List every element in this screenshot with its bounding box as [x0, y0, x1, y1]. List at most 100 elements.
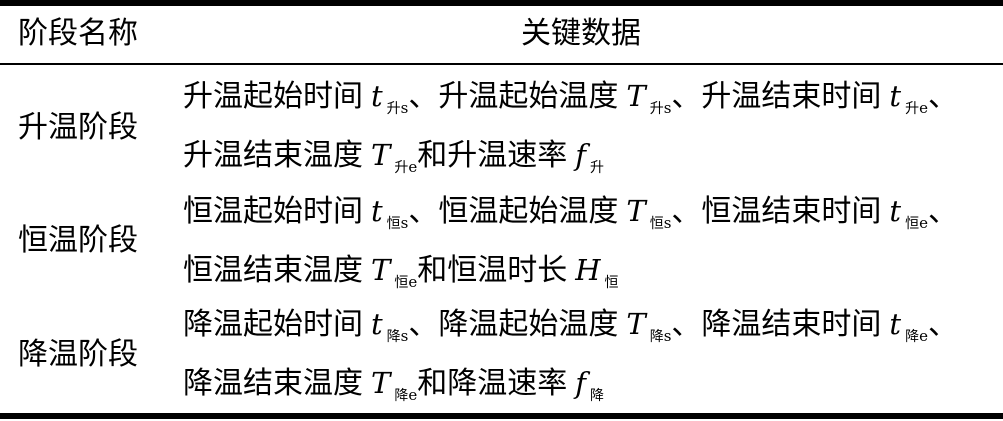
variable-subscript: 恒e	[905, 214, 928, 232]
data-text: 、恒温起始温度	[408, 194, 619, 229]
subscript-stage: 降	[394, 388, 409, 404]
table-bottom-rule	[0, 413, 1003, 419]
subscript-stage: 升	[589, 160, 604, 176]
subscript-stage: 恒	[386, 216, 401, 232]
stage-name-heating: 升温阶段	[18, 110, 138, 145]
variable-letter: f	[575, 366, 586, 400]
header-stage-name: 阶段名称	[18, 16, 138, 51]
subscript-stage: 降	[905, 329, 920, 345]
variable-letter: H	[575, 253, 601, 287]
data-text: 、升温结束时间	[671, 79, 882, 114]
data-text: 、	[927, 79, 958, 114]
variable-letter: T	[371, 253, 391, 287]
table-header-rule	[0, 63, 1003, 65]
data-text: 降温结束温度	[183, 366, 363, 401]
data-text: 、恒温结束时间	[671, 194, 882, 229]
data-text: 恒温起始时间	[183, 194, 363, 229]
variable-subscript: 恒s	[386, 214, 409, 232]
stage-name-constant: 恒温阶段	[18, 223, 138, 258]
variable-subscript: 降e	[905, 327, 928, 345]
variable-letter: t	[371, 79, 383, 113]
subscript-suffix: e	[408, 273, 418, 291]
variable-subscript: 升e	[905, 99, 928, 117]
variable-letter: T	[626, 79, 646, 113]
data-text: 、降温结束时间	[671, 307, 882, 342]
data-text: 和降温速率	[417, 366, 568, 401]
subscript-stage: 升	[386, 101, 401, 117]
table-top-rule	[0, 0, 1003, 6]
variable-subscript: 升s	[386, 99, 409, 117]
subscript-stage: 升	[394, 160, 409, 176]
subscript-stage: 降	[649, 329, 664, 345]
subscript-stage: 降	[589, 388, 604, 404]
variable-subscript: 降s	[649, 327, 672, 345]
subscript-suffix: e	[408, 386, 418, 404]
data-text: 升温结束温度	[183, 138, 363, 173]
subscript-stage: 降	[386, 329, 401, 345]
subscript-suffix: e	[919, 327, 928, 345]
subscript-suffix: s	[400, 214, 409, 232]
subscript-suffix: s	[663, 99, 672, 117]
data-text: 、升温起始温度	[408, 79, 619, 114]
variable-letter: t	[889, 194, 902, 228]
stage-name-cooling: 降温阶段	[18, 337, 138, 372]
subscript-suffix: s	[400, 99, 409, 117]
subscript-stage: 恒	[394, 275, 409, 291]
variable-letter: T	[626, 194, 646, 228]
variable-subscript: 升e	[394, 158, 418, 176]
subscript-suffix: s	[663, 327, 672, 345]
subscript-stage: 升	[905, 101, 920, 117]
variable-subscript: 升	[590, 160, 604, 176]
subscript-stage: 恒	[649, 216, 664, 232]
subscript-stage: 升	[649, 101, 664, 117]
data-text: 、降温起始温度	[408, 307, 619, 342]
variable-letter: T	[371, 366, 391, 400]
data-text: 和升温速率	[417, 138, 568, 173]
data-text: 降温起始时间	[183, 307, 363, 342]
variable-letter: f	[575, 138, 586, 172]
subscript-suffix: e	[919, 214, 928, 232]
variable-letter: t	[889, 79, 902, 113]
variable-letter: t	[371, 194, 383, 228]
variable-letter: t	[371, 307, 383, 341]
variable-letter: T	[626, 307, 646, 341]
variable-subscript: 恒	[605, 275, 619, 291]
variable-subscript: 降s	[386, 327, 409, 345]
variable-subscript: 升s	[649, 99, 672, 117]
data-text: 恒温结束温度	[183, 253, 363, 288]
data-text: 、	[927, 307, 958, 342]
data-text: 和恒温时长	[417, 253, 568, 288]
variable-subscript: 降e	[394, 386, 418, 404]
subscript-stage: 恒	[905, 216, 920, 232]
variable-letter: T	[371, 138, 391, 172]
variable-letter: t	[889, 307, 902, 341]
subscript-suffix: e	[919, 99, 928, 117]
data-text: 升温起始时间	[183, 79, 363, 114]
variable-subscript: 恒e	[394, 273, 418, 291]
subscript-suffix: e	[408, 158, 418, 176]
variable-subscript: 恒s	[649, 214, 672, 232]
subscript-suffix: s	[663, 214, 672, 232]
header-key-data: 关键数据	[521, 16, 641, 51]
variable-subscript: 降	[590, 388, 604, 404]
